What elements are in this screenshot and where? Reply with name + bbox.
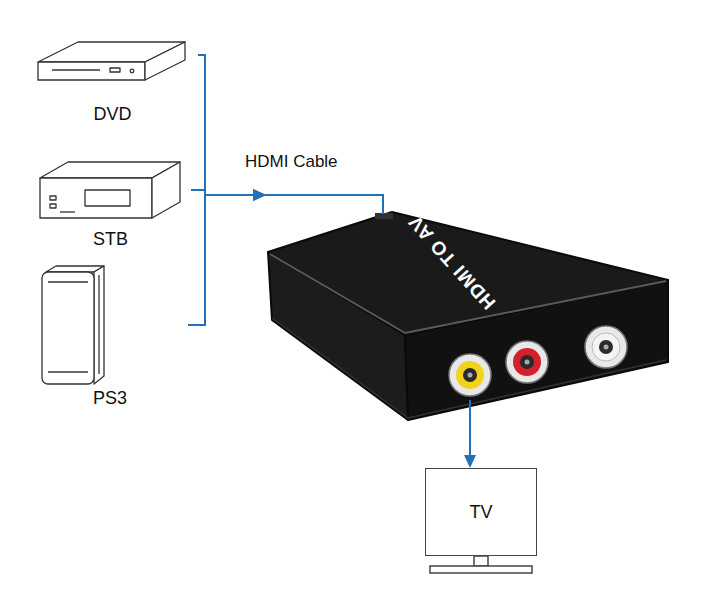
arrow-head [253,189,266,201]
rca-jack [449,354,491,396]
device-label-node: PS3 [32,262,188,409]
cable-connector [198,55,383,214]
arrow-head [253,189,266,201]
converter-box: HDMI TO AV [262,208,672,423]
device-label-node: STB [30,158,191,250]
tv-screen: TV [425,468,537,556]
cable-connector [191,189,383,214]
set-top-box-icon [40,162,180,218]
converter-housing [268,212,668,420]
cable-connector [464,400,476,468]
device-name: DVD [27,103,198,125]
cable-connector [188,189,383,325]
device-name: PS3 [32,387,188,409]
dvd-player-icon [38,42,185,80]
screen-label: TV [469,501,492,523]
console-icon [42,266,104,384]
device-label-node: DVD [27,35,198,125]
device-caption: HDMI TO AV [404,210,500,313]
rca-jack [506,341,548,383]
device-name: STB [30,228,191,250]
arrow-head [253,189,266,201]
rca-jack [585,326,627,368]
tv-stand [430,556,532,573]
cable-line [188,195,383,325]
cable-label: HDMI Cable [243,152,340,172]
cable-line [191,190,383,214]
cable-line [198,55,383,214]
arrow-head [464,455,476,468]
